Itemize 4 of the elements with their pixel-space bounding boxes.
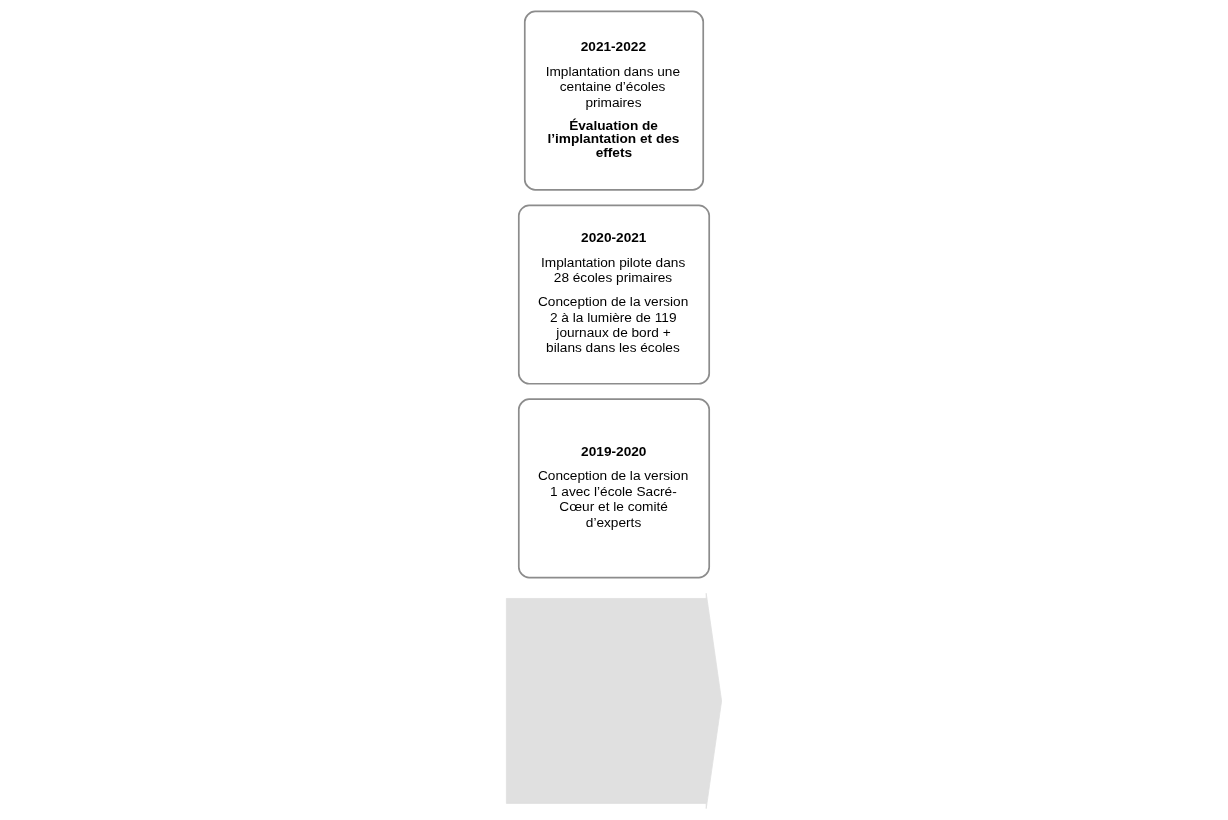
node-arrow: [506, 592, 722, 809]
node-box: 2019-2020 Conception de la version 1 avec l’école Sacré-Cœur et le comité d’experts: [517, 398, 711, 579]
node-box: 2021-2022 Implantation dans une centaine d’écoles primaires Évaluation de l’implantation et des effets: [523, 10, 705, 191]
node-box: 2020-2021 Implantation pilote dans 28 écoles primaires Conception de la version 2 à la lumière de 119 journaux de bord + bilans dans les écoles: [517, 204, 711, 385]
